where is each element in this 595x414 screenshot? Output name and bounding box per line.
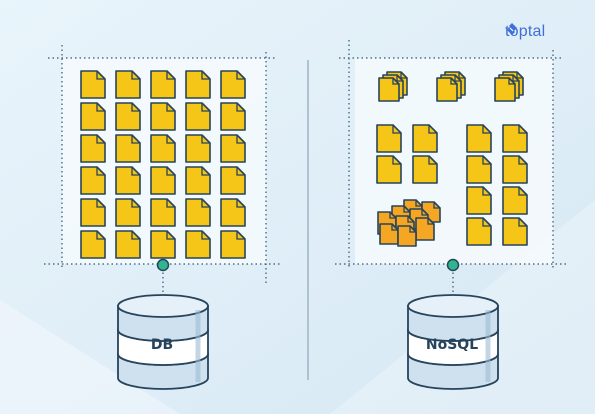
- stacked-document-icon: [378, 77, 400, 102]
- nosql-database-icon: [407, 294, 499, 390]
- stacked-document-icon: [436, 77, 458, 102]
- table-document-icon: [185, 230, 211, 259]
- table-document-icon: [220, 70, 246, 99]
- documents-layer: [80, 70, 528, 259]
- table-document-icon: [220, 230, 246, 259]
- table-document-icon: [220, 166, 246, 195]
- orange-document-icon: [415, 217, 435, 241]
- table-document-icon: [115, 166, 141, 195]
- table-document-icon: [185, 198, 211, 227]
- collection-document-icon: [412, 155, 438, 184]
- toptal-diamond-icon: [507, 23, 517, 35]
- collection-document-icon: [376, 155, 402, 184]
- collection-document-icon: [466, 155, 492, 184]
- table-document-icon: [80, 102, 106, 131]
- collection-document-icon: [502, 186, 528, 215]
- databases-layer: [117, 294, 499, 390]
- table-document-icon: [150, 230, 176, 259]
- right-connector-dot: [446, 258, 460, 272]
- collection-document-icon: [466, 186, 492, 215]
- table-document-icon: [185, 102, 211, 131]
- table-document-icon: [115, 70, 141, 99]
- table-document-icon: [115, 198, 141, 227]
- collection-document-icon: [502, 217, 528, 246]
- left-connector-dot: [156, 258, 170, 272]
- table-document-icon: [150, 70, 176, 99]
- table-document-icon: [185, 70, 211, 99]
- collection-document-icon: [466, 124, 492, 153]
- dotted-frame-lines: [44, 40, 568, 300]
- stacked-document-icon: [494, 77, 516, 102]
- table-document-icon: [150, 134, 176, 163]
- collection-document-icon: [466, 217, 492, 246]
- table-document-icon: [80, 134, 106, 163]
- table-document-icon: [115, 230, 141, 259]
- table-document-icon: [115, 134, 141, 163]
- collection-document-icon: [376, 124, 402, 153]
- db-database-icon: [117, 294, 209, 390]
- table-document-icon: [80, 198, 106, 227]
- table-document-icon: [80, 230, 106, 259]
- db-label: DB: [150, 337, 174, 353]
- table-document-icon: [220, 134, 246, 163]
- table-document-icon: [150, 198, 176, 227]
- table-document-icon: [185, 134, 211, 163]
- table-document-icon: [115, 102, 141, 131]
- collection-document-icon: [502, 155, 528, 184]
- toptal-logo: toptal: [505, 22, 545, 42]
- collection-document-icon: [502, 124, 528, 153]
- orange-document-icon: [379, 223, 399, 245]
- table-document-icon: [150, 166, 176, 195]
- table-document-icon: [80, 166, 106, 195]
- table-document-icon: [185, 166, 211, 195]
- orange-document-icon: [397, 225, 417, 247]
- nosql-label: NoSQL: [425, 337, 479, 353]
- table-document-icon: [220, 102, 246, 131]
- collection-document-icon: [412, 124, 438, 153]
- table-document-icon: [80, 70, 106, 99]
- table-document-icon: [220, 198, 246, 227]
- table-document-icon: [150, 102, 176, 131]
